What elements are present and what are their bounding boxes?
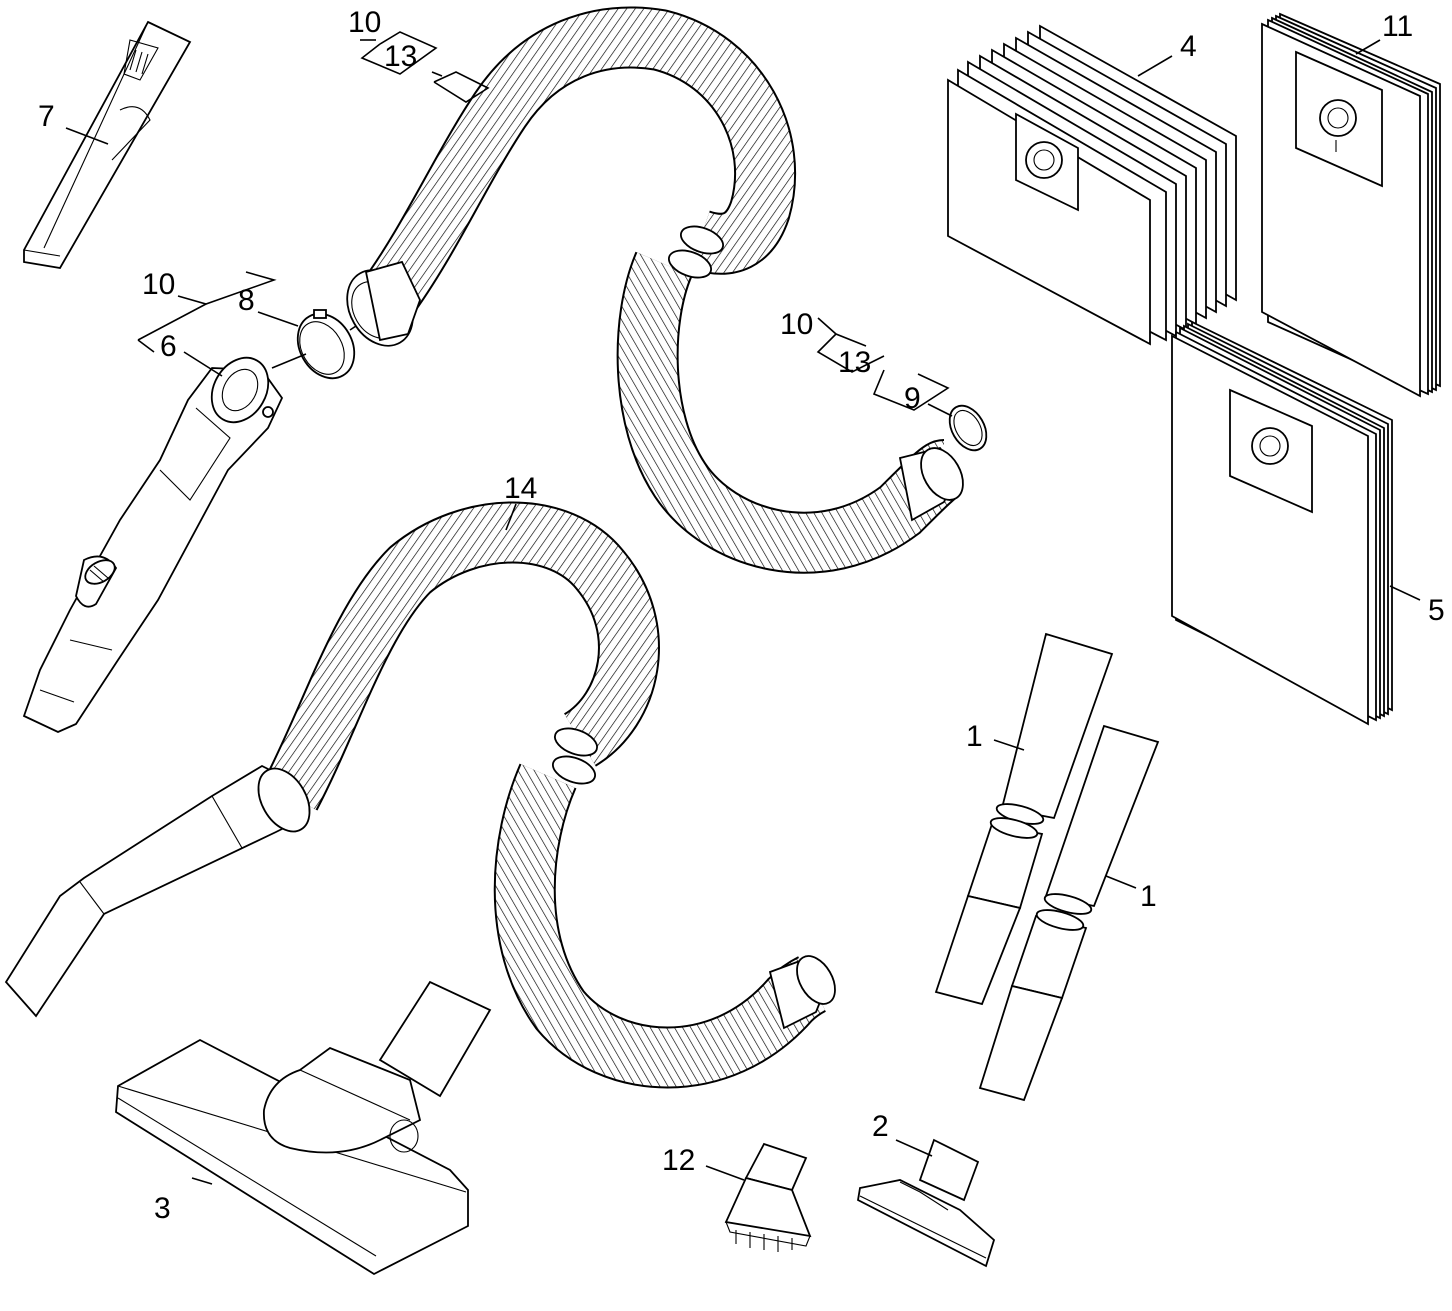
extension-tubes-part [934, 632, 1160, 1102]
floor-nozzle-part [115, 980, 492, 1276]
leader-line-1b [1105, 875, 1137, 889]
leader-line-14 [505, 503, 517, 531]
label-3: 3 [154, 1192, 171, 1225]
leader-line-6 [183, 351, 223, 377]
upper-suction-hose [346, 6, 964, 574]
leader-line-2 [895, 1139, 933, 1157]
connector-6-8 [271, 353, 307, 369]
hose-handle-part [22, 356, 284, 733]
label-10-left: 10 [142, 268, 175, 301]
clamp-ring-part [296, 309, 356, 380]
label-7: 7 [38, 100, 55, 133]
leader-line-8 [257, 311, 299, 327]
leader-line-4 [1137, 55, 1173, 77]
label-11: 11 [1382, 10, 1413, 43]
label-10-right: 10 [780, 308, 813, 341]
leader-line-7 [65, 127, 109, 145]
label-group-10-13-9 [816, 317, 950, 411]
leader-line-9 [927, 403, 953, 417]
leader-line-3 [191, 1177, 213, 1185]
label-6: 6 [160, 330, 177, 363]
label-group-10-13-top [360, 31, 490, 103]
upholstery-brush-part [724, 1142, 812, 1252]
label-2: 2 [872, 1110, 889, 1143]
leader-line-12 [705, 1165, 745, 1181]
crevice-nozzle-part [23, 20, 192, 269]
o-ring-part [948, 404, 988, 452]
label-4: 4 [1180, 30, 1197, 63]
label-1-upper: 1 [966, 720, 983, 753]
leader-line-11 [1355, 39, 1381, 55]
label-5: 5 [1428, 594, 1445, 627]
label-12: 12 [662, 1144, 695, 1177]
leader-line-1a [993, 739, 1025, 751]
leader-line-5 [1389, 585, 1421, 601]
label-13-top: 13 [384, 40, 417, 73]
label-10-top: 10 [348, 6, 381, 39]
label-13-right: 13 [838, 346, 871, 379]
filter-bag-stack-5 [1171, 320, 1393, 726]
filter-bag-stack-11 [1261, 12, 1441, 398]
lower-suction-hose [4, 501, 836, 1089]
upholstery-nozzle-part [857, 1138, 996, 1268]
label-1-lower: 1 [1140, 880, 1157, 913]
filter-bag-stack-4 [947, 24, 1237, 346]
label-9: 9 [904, 382, 921, 415]
label-8: 8 [238, 284, 255, 317]
label-14: 14 [504, 472, 537, 505]
label-group-10-8-6 [137, 271, 277, 353]
